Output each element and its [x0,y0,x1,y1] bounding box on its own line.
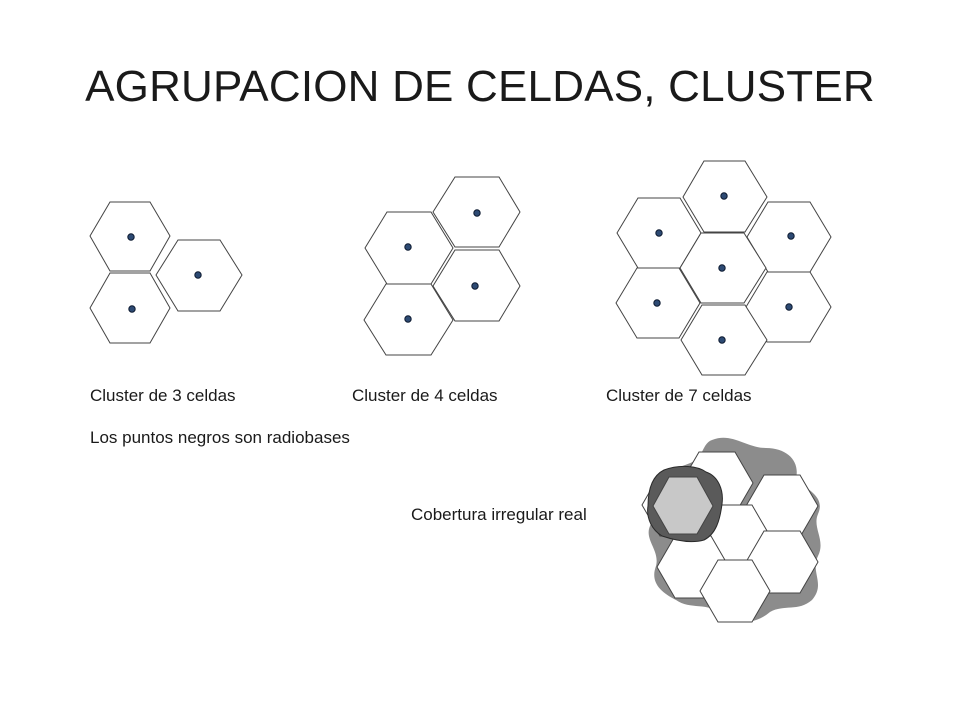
radiobase-dot [787,232,795,240]
radiobase-dot [655,229,663,237]
radiobase-dot [718,336,726,344]
slide-title: AGRUPACION DE CELDAS, CLUSTER [85,62,875,111]
cluster-3-group [89,201,243,344]
radiobase-dot [718,264,726,272]
radiobase-dot [194,271,202,279]
radiobase-dot [404,243,412,251]
radiobase-note: Los puntos negros son radiobases [90,428,350,447]
cluster-4-label: Cluster de 4 celdas [352,386,498,405]
cluster-7-label: Cluster de 7 celdas [606,386,752,405]
coverage-hex-cell [699,559,771,623]
cluster-4-group [363,176,521,356]
radiobase-dot [471,282,479,290]
coverage-label: Cobertura irregular real [411,505,587,524]
radiobase-dot [473,209,481,217]
radiobase-dot [127,233,135,241]
radiobase-dot [404,315,412,323]
irregular-coverage-group [641,437,821,623]
radiobase-dot [653,299,661,307]
cluster-3-label: Cluster de 3 celdas [90,386,236,405]
cluster-7-group [615,160,832,376]
radiobase-dot [128,305,136,313]
highlighted-hex-cell [652,476,714,535]
radiobase-dot [720,192,728,200]
radiobase-dot [785,303,793,311]
